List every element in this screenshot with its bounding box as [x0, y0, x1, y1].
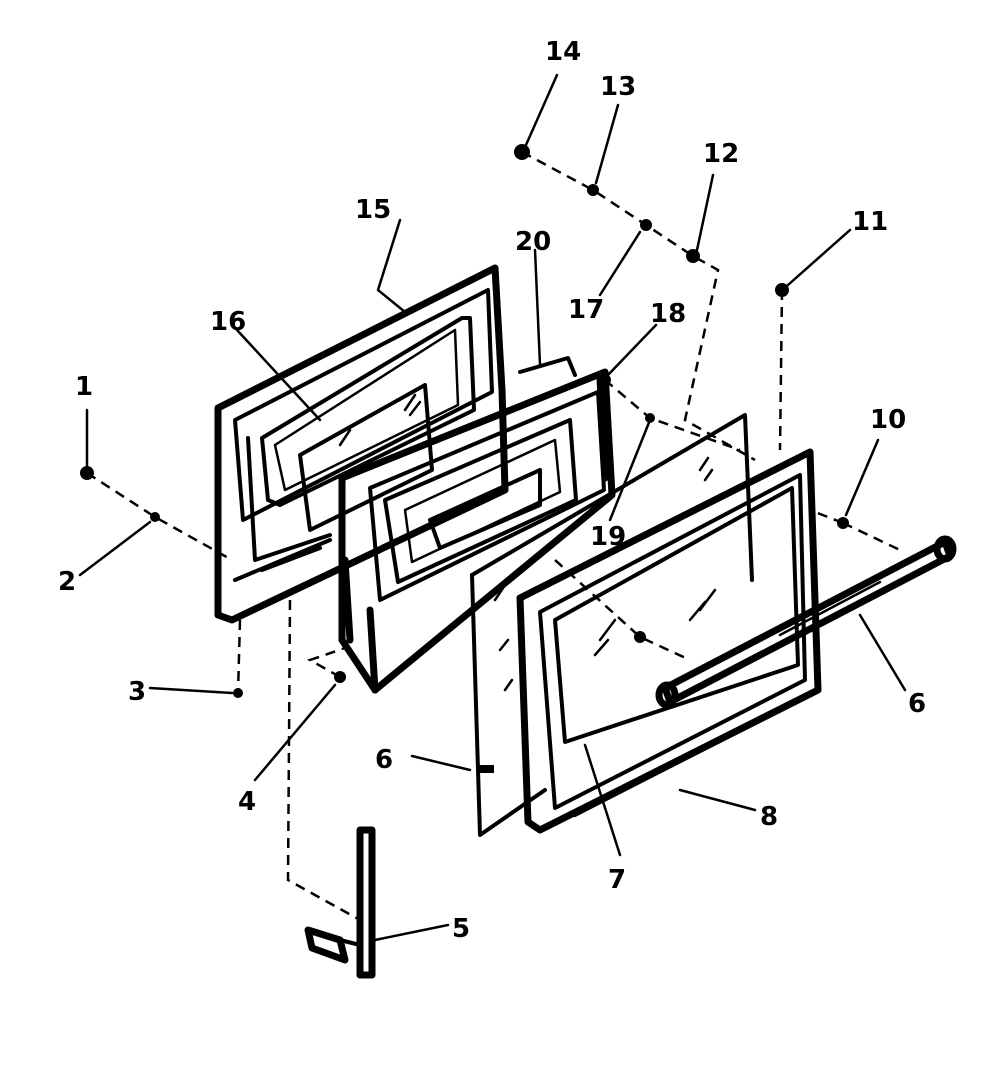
callout-6-handle: 6 — [908, 689, 926, 719]
callout-4: 4 — [238, 787, 256, 817]
outer-door-frame — [516, 448, 822, 834]
callout-15: 15 — [355, 195, 391, 225]
insulation-frame — [338, 356, 616, 694]
callout-13: 13 — [600, 72, 636, 102]
callout-16: 16 — [210, 307, 246, 337]
callout-10: 10 — [870, 405, 906, 435]
callout-7: 7 — [608, 865, 626, 895]
callout-17: 17 — [568, 295, 604, 325]
callout-labels: 1 2 3 4 5 6 6 7 8 10 11 12 13 14 15 16 1… — [58, 37, 926, 944]
leader-lines — [78, 73, 907, 942]
callout-11: 11 — [852, 207, 888, 237]
callout-2: 2 — [58, 567, 76, 597]
clip-6 — [478, 765, 494, 773]
callout-1: 1 — [75, 372, 93, 402]
callout-19: 19 — [590, 522, 626, 552]
inner-door-panel — [214, 264, 509, 624]
inner-window-glass — [298, 383, 434, 532]
callout-5: 5 — [452, 914, 470, 944]
fasteners — [80, 144, 849, 773]
callout-20: 20 — [515, 227, 551, 257]
door-glass-pane — [470, 413, 754, 837]
alignment-lines — [86, 150, 901, 922]
callout-6-clip: 6 — [375, 745, 393, 775]
screw-12 — [686, 249, 700, 263]
callout-14: 14 — [545, 37, 581, 67]
door-hinge — [304, 826, 376, 979]
callout-18: 18 — [650, 299, 686, 329]
door-handle — [655, 535, 957, 709]
callout-3: 3 — [128, 677, 146, 707]
callout-8: 8 — [760, 802, 778, 832]
callout-12: 12 — [703, 139, 739, 169]
